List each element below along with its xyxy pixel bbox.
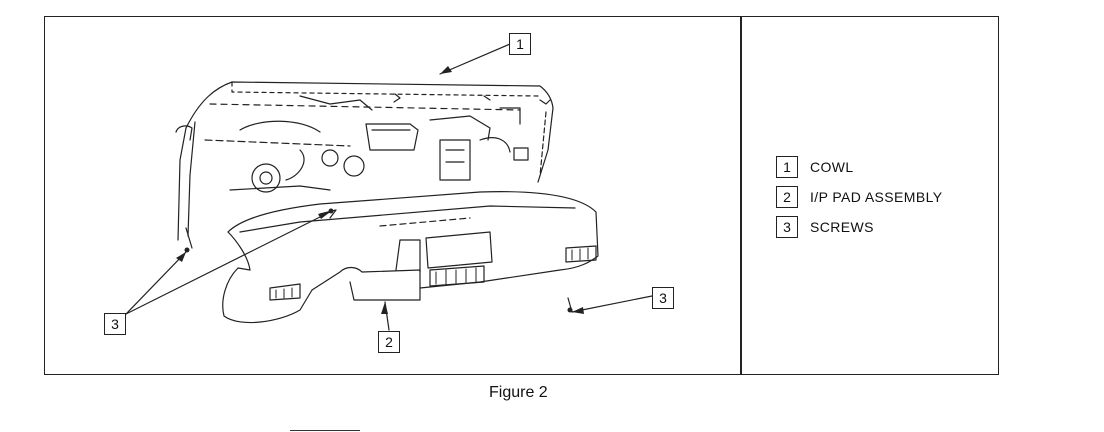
callout-screws-left: 3	[104, 313, 126, 335]
footer-rule	[290, 430, 360, 431]
arrowhead	[440, 66, 452, 74]
legend-number: 2	[776, 186, 798, 208]
callout-number: 1	[516, 36, 524, 52]
ip-pad-drawing	[222, 191, 599, 324]
callout-pad: 2	[378, 331, 400, 353]
figure-frame	[44, 16, 999, 375]
legend-row-cowl: 1 COWL	[776, 152, 942, 182]
legend-row-ip-pad: 2 I/P PAD ASSEMBLY	[776, 182, 942, 212]
callout-number: 3	[659, 290, 667, 306]
legend-row-screws: 3 SCREWS	[776, 212, 942, 242]
callout-cowl: 1	[509, 33, 531, 55]
legend-divider	[740, 16, 742, 375]
legend-label: SCREWS	[810, 219, 874, 235]
legend-number: 3	[776, 216, 798, 238]
legend-number: 1	[776, 156, 798, 178]
legend-label: I/P PAD ASSEMBLY	[810, 189, 943, 205]
callout-screws-right: 3	[652, 287, 674, 309]
callout-number: 2	[385, 334, 393, 350]
cowl-drawing	[175, 81, 554, 249]
callout-number: 3	[111, 316, 119, 332]
figure-caption: Figure 2	[489, 384, 548, 401]
callout-leaders	[125, 43, 653, 331]
legend-label: COWL	[810, 159, 854, 175]
parts-legend: 1 COWL 2 I/P PAD ASSEMBLY 3 SCREWS	[776, 152, 942, 242]
